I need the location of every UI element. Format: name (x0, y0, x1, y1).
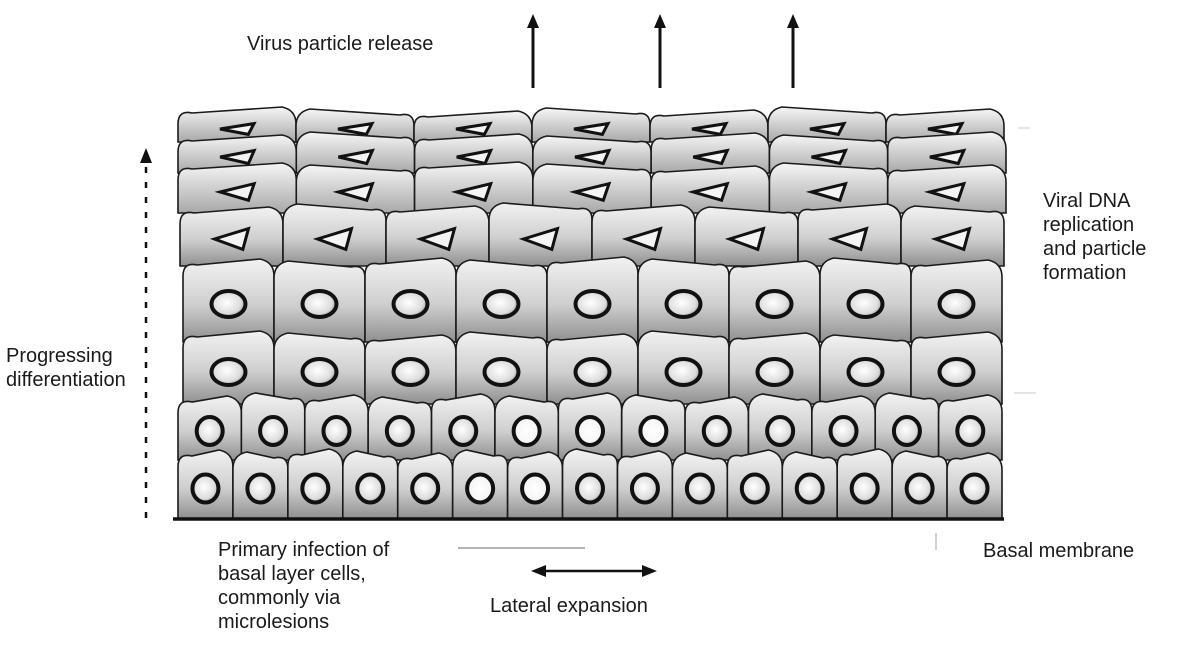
cell-nucleus (667, 291, 701, 317)
cell-nucleus (192, 475, 218, 503)
cell-nucleus (387, 417, 413, 445)
cell-nucleus (357, 475, 383, 503)
cell-nucleus (758, 359, 792, 385)
differentiation-arrow (140, 148, 152, 518)
cell-nucleus (704, 417, 730, 445)
cell-nucleus (302, 475, 328, 503)
cell-nucleus (767, 417, 793, 445)
cell-nucleus (522, 475, 548, 503)
cell-nucleus (576, 291, 610, 317)
release-arrow (654, 14, 666, 88)
cell-nucleus (197, 417, 223, 445)
cell-nucleus (640, 417, 666, 445)
cell-nucleus (797, 475, 823, 503)
release-arrow (787, 14, 799, 88)
cell-nucleus (632, 475, 658, 503)
cell-nucleus (260, 417, 286, 445)
virus-release-arrows (527, 14, 799, 88)
cell-nucleus (940, 291, 974, 317)
primary-infection-label: Primary infection of basal layer cells, … (218, 538, 389, 634)
cell-nucleus (212, 359, 246, 385)
cell-nucleus (894, 417, 920, 445)
cell-nucleus (485, 359, 519, 385)
cell-nucleus (907, 475, 933, 503)
virus-release-label: Virus particle release (247, 32, 433, 56)
release-arrow (527, 14, 539, 88)
cell-nucleus (742, 475, 768, 503)
cell-layers (178, 107, 1006, 519)
cell-nucleus (323, 417, 349, 445)
cell-nucleus (485, 291, 519, 317)
cell-nucleus (667, 359, 701, 385)
cell-nucleus (758, 291, 792, 317)
lateral-expansion-arrow (531, 565, 657, 577)
viral-replication-label: Viral DNA replication and particle forma… (1043, 189, 1193, 285)
cell-nucleus (852, 475, 878, 503)
cell-nucleus (212, 291, 246, 317)
cell-nucleus (514, 417, 540, 445)
cell-nucleus (576, 359, 610, 385)
cell-nucleus (394, 359, 428, 385)
cell-nucleus (940, 359, 974, 385)
cell-nucleus (303, 291, 337, 317)
cell-nucleus (577, 417, 603, 445)
cell-nucleus (412, 475, 438, 503)
cell-nucleus (467, 475, 493, 503)
cell-nucleus (957, 417, 983, 445)
cell-nucleus (962, 475, 988, 503)
basal-membrane-label: Basal membrane (983, 539, 1134, 563)
cell-nucleus (247, 475, 273, 503)
cell-nucleus (849, 291, 883, 317)
cell-nucleus (849, 359, 883, 385)
cell-nucleus (450, 417, 476, 445)
cell-nucleus (303, 359, 337, 385)
lateral-expansion-label: Lateral expansion (490, 594, 648, 618)
cell-nucleus (687, 475, 713, 503)
differentiation-label: Progressing differentiation (6, 344, 126, 392)
cell-nucleus (394, 291, 428, 317)
cell-nucleus (831, 417, 857, 445)
cell-nucleus (577, 475, 603, 503)
